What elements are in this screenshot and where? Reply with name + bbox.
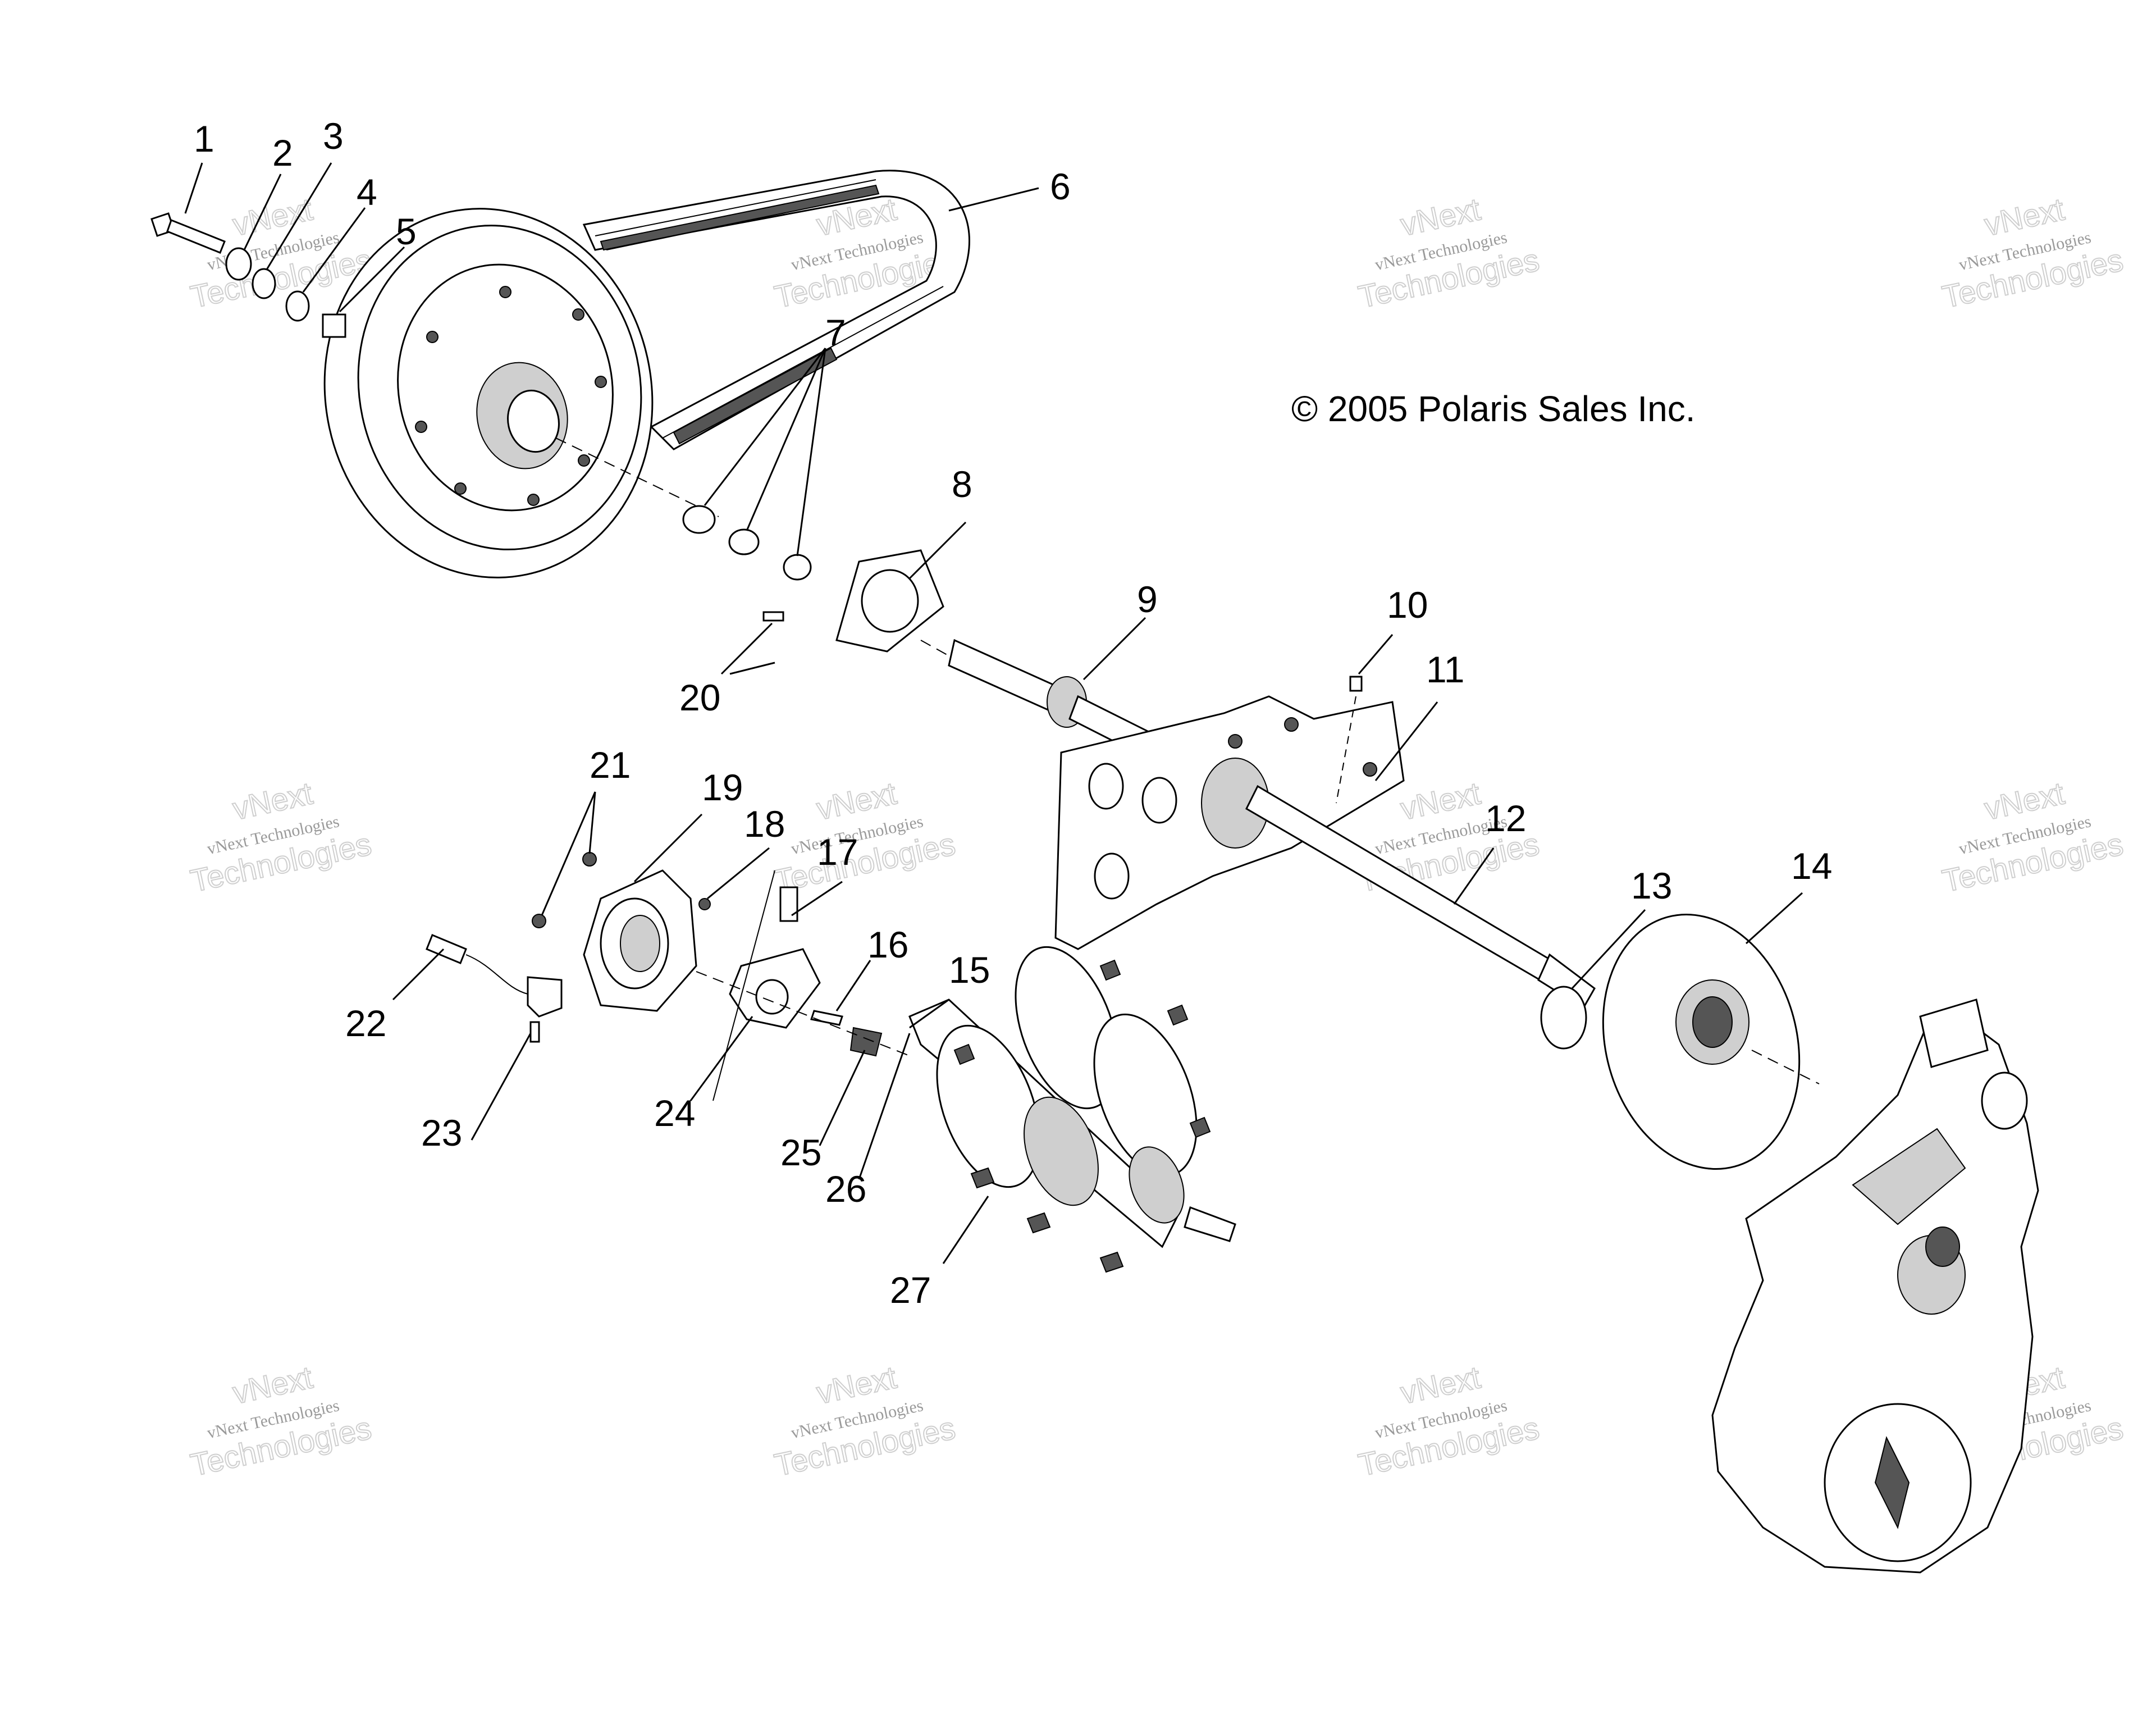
callout-24: 24 bbox=[654, 1092, 695, 1134]
svg-text:vNext: vNext bbox=[1397, 775, 1484, 826]
callout-27: 27 bbox=[890, 1269, 931, 1311]
callout-2: 2 bbox=[272, 132, 293, 174]
leader-lines bbox=[184, 162, 1803, 1264]
svg-text:vNext: vNext bbox=[230, 775, 316, 826]
bearing-housing bbox=[532, 852, 711, 1012]
callout-17: 17 bbox=[817, 831, 858, 873]
callout-21: 21 bbox=[590, 744, 631, 786]
callout-1: 1 bbox=[194, 118, 214, 159]
watermark: vNext vNext Technologies Technologies bbox=[187, 774, 375, 899]
callout-11: 11 bbox=[1426, 649, 1465, 690]
callout-8: 8 bbox=[952, 463, 972, 505]
svg-text:vNext: vNext bbox=[1981, 775, 2068, 826]
spacer-washers bbox=[555, 437, 812, 581]
callout-13: 13 bbox=[1631, 865, 1672, 906]
callout-numbers: 1 2 3 4 5 6 7 8 9 10 11 12 13 14 15 16 1… bbox=[194, 115, 1832, 1311]
drive-belt bbox=[582, 170, 970, 450]
watermark: vNext vNext Technologies Technologies bbox=[187, 1358, 375, 1483]
speed-sensor bbox=[426, 934, 563, 1043]
snap-ring bbox=[1540, 986, 1587, 1050]
callout-5: 5 bbox=[396, 211, 417, 252]
svg-text:vNext: vNext bbox=[814, 1359, 900, 1410]
driven-pulley bbox=[1602, 914, 1820, 1170]
callout-20: 20 bbox=[679, 677, 720, 718]
callout-6: 6 bbox=[1050, 166, 1071, 207]
sprocket-teeth bbox=[953, 959, 1211, 1273]
secondary-sprocket-shaft bbox=[908, 946, 1236, 1273]
driven-shaft bbox=[1245, 785, 1596, 1010]
callout-18: 18 bbox=[744, 803, 785, 845]
svg-text:vNext: vNext bbox=[1397, 1359, 1484, 1410]
watermark: vNext vNext Technologies Technologies bbox=[1355, 190, 1543, 315]
svg-text:vNext: vNext bbox=[1397, 191, 1484, 242]
callout-15: 15 bbox=[949, 949, 990, 991]
callout-26: 26 bbox=[825, 1168, 866, 1210]
callout-10: 10 bbox=[1387, 584, 1428, 626]
watermark: vNext vNext Technologies Technologies bbox=[1939, 774, 2127, 899]
bracket-bolt bbox=[1336, 676, 1363, 804]
callout-23: 23 bbox=[421, 1112, 462, 1153]
callout-12: 12 bbox=[1485, 797, 1526, 839]
gasket-plate bbox=[696, 870, 910, 1101]
callout-7: 7 bbox=[825, 312, 846, 353]
callout-25: 25 bbox=[780, 1132, 821, 1173]
watermark: vNext vNext Technologies Technologies bbox=[771, 774, 959, 899]
clutch-bolt bbox=[150, 212, 346, 338]
drive-clutch bbox=[323, 208, 654, 578]
callout-14: 14 bbox=[1791, 845, 1832, 887]
callout-9: 9 bbox=[1137, 578, 1158, 620]
copyright-text: © 2005 Polaris Sales Inc. bbox=[1291, 389, 1696, 429]
watermark: vNext vNext Technologies Technologies bbox=[1939, 190, 2127, 315]
callout-3: 3 bbox=[323, 115, 344, 157]
bearing-flange bbox=[762, 549, 1022, 697]
bearing-plate bbox=[1054, 695, 1405, 950]
chaincase-housing bbox=[1711, 998, 2039, 1574]
svg-text:vNext: vNext bbox=[1981, 191, 2068, 242]
watermark: vNext vNext Technologies Technologies bbox=[187, 190, 375, 315]
svg-text:vNext: vNext bbox=[814, 775, 900, 826]
clutch-bolt-circle bbox=[415, 286, 607, 506]
watermark: vNext vNext Technologies Technologies bbox=[1355, 1358, 1543, 1483]
callout-22: 22 bbox=[345, 1002, 386, 1044]
svg-text:vNext: vNext bbox=[230, 191, 316, 242]
watermark: vNext vNext Technologies Technologies bbox=[771, 1358, 959, 1483]
callout-16: 16 bbox=[867, 924, 908, 965]
svg-text:vNext: vNext bbox=[230, 1359, 316, 1410]
callout-4: 4 bbox=[357, 171, 377, 213]
callout-19: 19 bbox=[702, 767, 743, 808]
